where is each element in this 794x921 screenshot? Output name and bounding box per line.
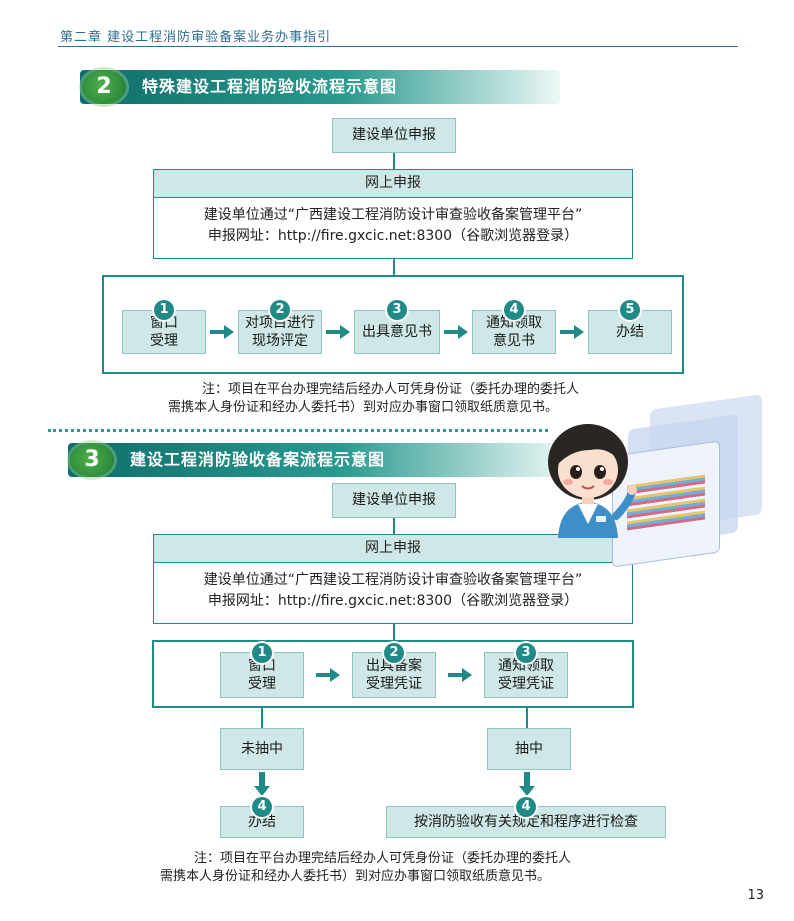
s3-note: 注：项目在平台办理完结后经办人可凭身份证（委托办理的委托人 需携本人身份证和经办… bbox=[160, 850, 571, 886]
s2-step-1-number: 1 bbox=[154, 300, 174, 320]
s2-step-3-number: 3 bbox=[387, 300, 407, 320]
s3-online-box: 网上申报 建设单位通过“广西建设工程消防设计审查验收备案管理平台” 申报网址：h… bbox=[153, 534, 633, 624]
s3-branch-left-line bbox=[261, 708, 263, 728]
s3-step-2: 出具备案 受理凭证 bbox=[352, 652, 436, 698]
s2-arrow-2 bbox=[326, 325, 350, 339]
s3-step-1-label1: 窗口 bbox=[248, 658, 276, 674]
section2-banner: 特殊建设工程消防验收流程示意图 bbox=[80, 70, 560, 104]
section3-title: 建设工程消防验收备案流程示意图 bbox=[130, 450, 386, 469]
section3-banner: 建设工程消防验收备案流程示意图 bbox=[68, 443, 566, 477]
section-divider bbox=[48, 429, 548, 432]
page-number: 13 bbox=[747, 888, 764, 903]
s2-step-2-label1: 对项目进行 bbox=[245, 315, 315, 331]
s3-down-arrow-left bbox=[254, 772, 270, 796]
s3-note-line1: 注：项目在平台办理完结后经办人可凭身份证（委托办理的委托人 bbox=[194, 851, 572, 866]
s2-connector-2 bbox=[393, 259, 395, 275]
s3-not-selected-box: 未抽中 bbox=[220, 728, 304, 770]
s3-note-line2: 需携本人身份证和经办人委托书）到对应办事窗口领取纸质意见书。 bbox=[160, 869, 551, 884]
s2-note: 注：项目在平台办理完结后经办人可凭身份证（委托办理的委托人 需携本人身份证和经办… bbox=[168, 381, 579, 417]
s3-step-1-number: 1 bbox=[252, 643, 272, 663]
s2-online-title: 网上申报 bbox=[154, 170, 632, 198]
s2-step-4-number: 4 bbox=[504, 300, 524, 320]
s3-step-2-label2: 受理凭证 bbox=[366, 676, 422, 692]
s3-online-line2: 申报网址：http://fire.gxcic.net:8300（谷歌浏览器登录） bbox=[207, 593, 579, 609]
s2-online-box: 网上申报 建设单位通过“广西建设工程消防设计审查验收备案管理平台” 申报网址：h… bbox=[153, 169, 633, 259]
s3-arrow-1 bbox=[316, 668, 340, 682]
s2-note-line2: 需携本人身份证和经办人委托书）到对应办事窗口领取纸质意见书。 bbox=[168, 400, 559, 415]
s3-step-1-label2: 受理 bbox=[248, 676, 276, 692]
header-divider bbox=[58, 46, 738, 47]
staff-character-icon bbox=[548, 424, 637, 538]
s2-note-line1: 注：项目在平台办理完结后经办人可凭身份证（委托办理的委托人 bbox=[202, 382, 580, 397]
section2-title: 特殊建设工程消防验收流程示意图 bbox=[142, 77, 398, 96]
s3-step-3-label1: 通知领取 bbox=[498, 658, 554, 674]
s3-branch-right-line bbox=[526, 708, 528, 728]
s2-apply-box: 建设单位申报 bbox=[332, 118, 456, 153]
s2-step-5-number: 5 bbox=[620, 300, 640, 320]
s3-end-left-number: 4 bbox=[252, 797, 272, 817]
s2-online-line1: 建设单位通过“广西建设工程消防设计审查验收备案管理平台” bbox=[203, 207, 583, 223]
s3-step-2-label1: 出具备案 bbox=[366, 658, 422, 674]
s3-step-3-label2: 受理凭证 bbox=[498, 676, 554, 692]
s2-step-1-label2: 受理 bbox=[150, 333, 178, 349]
s3-step-3-number: 3 bbox=[516, 643, 536, 663]
s3-connector-2 bbox=[393, 624, 395, 640]
s3-end-right-number: 4 bbox=[516, 797, 536, 817]
s2-step-3-label1: 出具意见书 bbox=[362, 324, 432, 340]
s3-online-line1: 建设单位通过“广西建设工程消防设计审查验收备案管理平台” bbox=[203, 572, 583, 588]
s3-selected-box: 抽中 bbox=[487, 728, 571, 770]
s2-arrow-1 bbox=[210, 325, 234, 339]
s2-step-1-label1: 窗口 bbox=[150, 315, 178, 331]
s2-step-5-label1: 办结 bbox=[616, 324, 644, 340]
s3-arrow-2 bbox=[448, 668, 472, 682]
s2-step-2-number: 2 bbox=[270, 300, 290, 320]
s3-online-title: 网上申报 bbox=[154, 535, 632, 563]
section2-number-badge: 2 bbox=[82, 70, 126, 104]
s2-step-4-label2: 意见书 bbox=[493, 333, 535, 349]
s3-end-left-box: 办结 bbox=[220, 806, 304, 838]
s2-arrow-4 bbox=[560, 325, 584, 339]
section3-number-badge: 3 bbox=[70, 443, 114, 477]
s3-apply-box: 建设单位申报 bbox=[332, 483, 456, 518]
s2-step-2-label2: 现场评定 bbox=[252, 333, 308, 349]
page-header: 第二章 建设工程消防审验备案业务办事指引 bbox=[60, 30, 332, 45]
s2-step-4-label1: 通知领取 bbox=[486, 315, 542, 331]
s3-connector bbox=[393, 518, 395, 534]
s2-connector bbox=[393, 153, 395, 169]
s2-arrow-3 bbox=[444, 325, 468, 339]
s3-step-2-number: 2 bbox=[384, 643, 404, 663]
s3-down-arrow-right bbox=[519, 772, 535, 796]
s2-online-line2: 申报网址：http://fire.gxcic.net:8300（谷歌浏览器登录） bbox=[207, 228, 579, 244]
